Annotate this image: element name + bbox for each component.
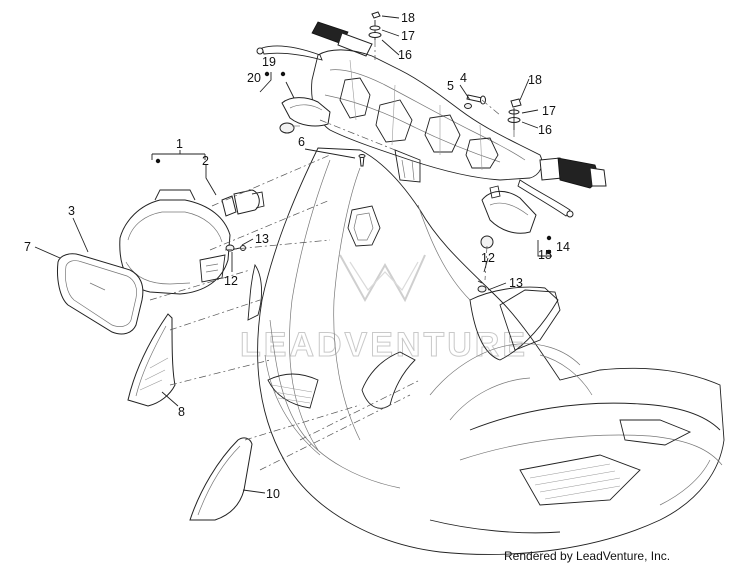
callout-1: 1	[176, 137, 183, 151]
callout-16-left: 16	[398, 48, 412, 62]
screw-6	[358, 154, 366, 167]
callout-18-left: 18	[401, 11, 415, 25]
leadventure-watermark: LEADVENTURE	[240, 254, 528, 365]
handlebar-assembly	[256, 11, 607, 218]
callout-6: 6	[298, 135, 305, 149]
mirror-mount-right	[507, 98, 522, 130]
callout-3: 3	[68, 204, 75, 218]
render-credit: Rendered by LeadVenture, Inc.	[504, 549, 670, 563]
headlight-bulb	[221, 189, 265, 217]
callout-12-left: 12	[224, 274, 238, 288]
callout-5: 5	[447, 79, 454, 93]
right-turn-signal	[480, 185, 537, 249]
side-trim-8	[127, 313, 176, 407]
alignment-lines	[149, 40, 515, 471]
mirror-mount-left	[368, 11, 382, 40]
marker-dots	[155, 71, 552, 255]
callout-7: 7	[24, 240, 31, 254]
leader-lines	[34, 15, 552, 494]
callout-13-right: 13	[509, 276, 523, 290]
clip-right	[477, 285, 487, 293]
callout-15: 15	[538, 248, 552, 262]
lower-trim-10	[189, 437, 253, 521]
left-turn-signal	[279, 97, 331, 134]
headlight-assembly	[119, 189, 487, 295]
callout-19: 19	[262, 55, 276, 69]
callout-16-right: 16	[538, 123, 552, 137]
callout-17-right: 17	[542, 104, 556, 118]
callout-4: 4	[460, 71, 467, 85]
callout-12-right: 12	[481, 251, 495, 265]
callout-18-right: 18	[528, 73, 542, 87]
bolt-4	[466, 94, 486, 105]
callout-13-left: 13	[255, 232, 269, 246]
callout-8: 8	[178, 405, 185, 419]
callout-14: 14	[556, 240, 570, 254]
callout-17-left: 17	[401, 29, 415, 43]
callout-10: 10	[266, 487, 280, 501]
headlight-rim	[57, 253, 144, 335]
front-shield-body	[247, 147, 725, 555]
callout-2: 2	[202, 154, 209, 168]
watermark-text: LEADVENTURE	[240, 326, 528, 364]
callout-20: 20	[247, 71, 261, 85]
washer-5	[464, 103, 472, 109]
callout-labels: 1 2 3 4 5 6 7 8 10 12 12 13 13 14 15 16 …	[24, 11, 570, 501]
bulb-20	[279, 122, 295, 134]
